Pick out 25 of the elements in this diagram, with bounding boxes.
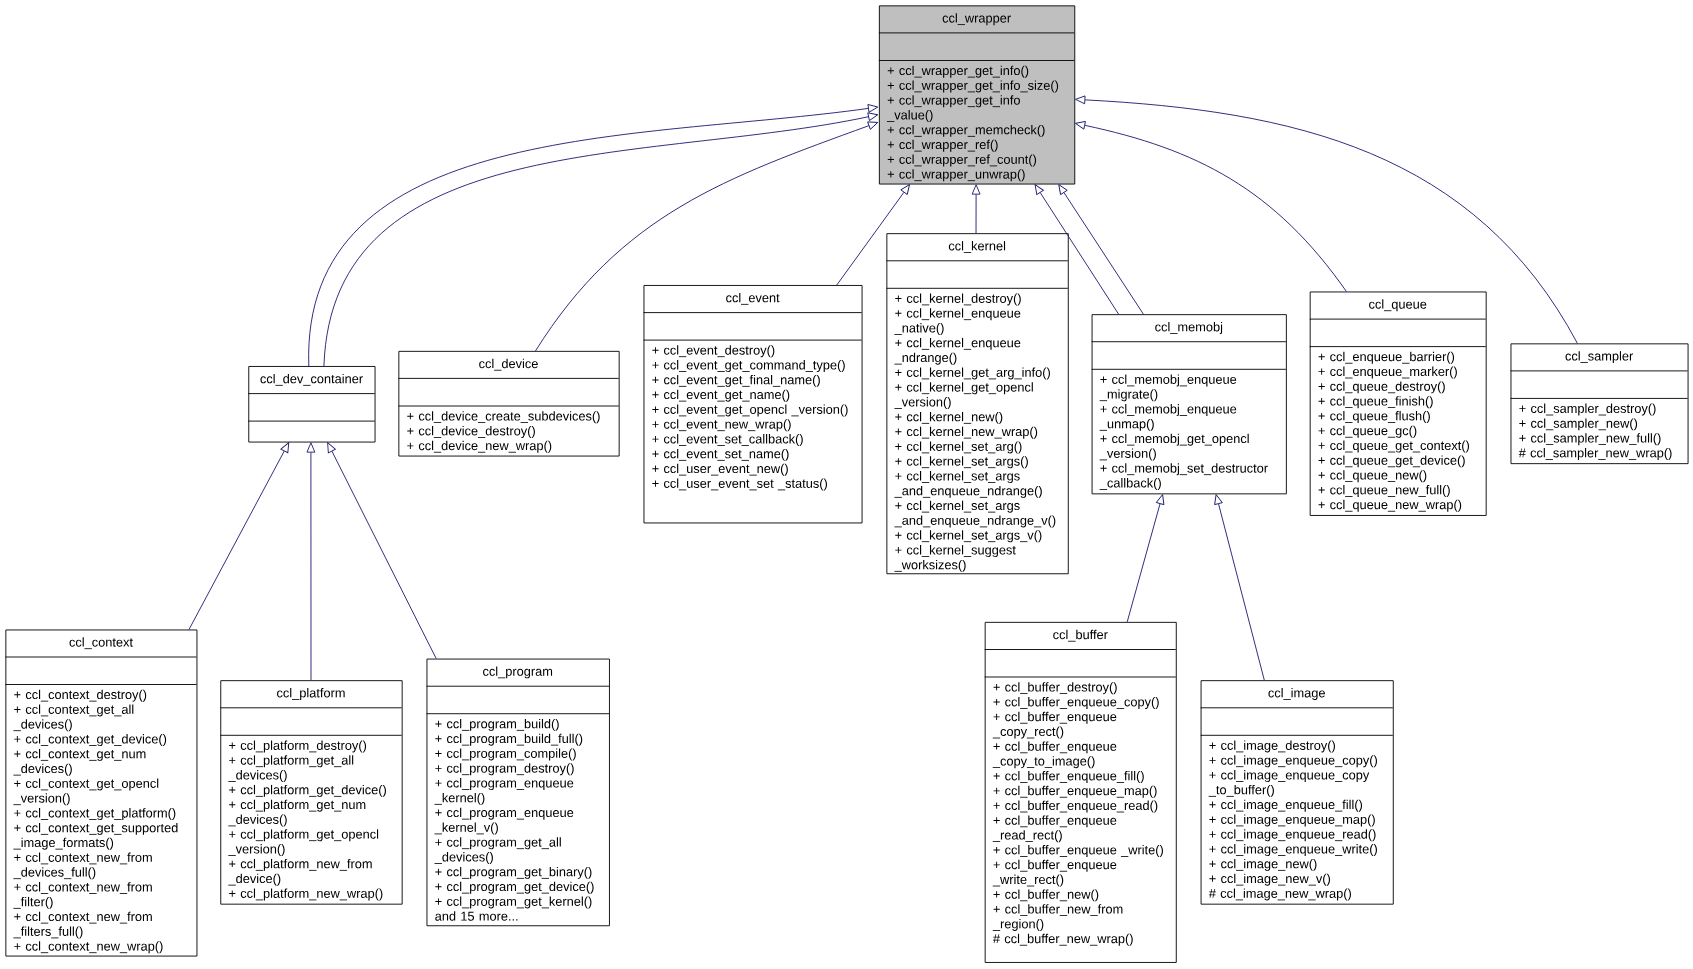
class-box: ccl_event + ccl_event_destroy() + ccl_event_get_command_type() + ccl_event_get_final_name() + ccl_event_get_name() + ccl_event_get_opencl _version() + ccl_event_new_wrap() + ccl_event_set_callback() + ccl_event_set_name() + ccl_user_event_new() + ccl_user_event_set _status() [643, 285, 863, 524]
class-box: ccl_memobj + ccl_memobj_enqueue _migrate() + ccl_memobj_enqueue _unmap() + ccl_memobj_get_opencl _version() + ccl_memobj_set_destructor _callback() [1091, 314, 1287, 495]
inheritance-arrow [836, 184, 910, 286]
class-box: ccl_queue + ccl_enqueue_barrier() + ccl_enqueue_marker() + ccl_queue_destroy() + ccl_queue_finish() + ccl_queue_flush() + ccl_queue_gc() + ccl_queue_get_context() + ccl_queue_get_device() + ccl_queue_new() + ccl_queue_new_full() + ccl_queue_new_wrap() [1309, 291, 1487, 516]
inheritance-arrow [1126, 494, 1165, 623]
inheritance-arrow [188, 442, 290, 630]
inheritance-arrow [971, 184, 981, 234]
inheritance-arrow [306, 442, 316, 681]
inheritance-arrow [1034, 184, 1120, 315]
inheritance-arrow [1075, 95, 1578, 344]
inheritance-arrow [1214, 494, 1265, 681]
class-box: ccl_platform + ccl_platform_destroy() + ccl_platform_get_all _devices() + ccl_platform_get_device() + ccl_platform_get_num _devices() + ccl_platform_get_opencl _version() + ccl_platform_new_from _device() + ccl_platform_new_wrap() [219, 680, 403, 905]
class-box: ccl_wrapper + ccl_wrapper_get_info() + ccl_wrapper_get_info_size() + ccl_wrapper_get_info _value() + ccl_wrapper_memcheck() + ccl_wrapper_ref() + ccl_wrapper_ref_count() + ccl_wrapper_unwrap() [878, 5, 1076, 185]
class-box: ccl_context + ccl_context_destroy() + ccl_context_get_all _devices() + ccl_context_get_device() + ccl_context_get_num _devices() + ccl_context_get_opencl _version() + ccl_context_get_platform() + ccl_context_get_supported _image_formats() + ccl_context_new_from _devices_full() + ccl_context_new_from _filter() + ccl_context_new_from _filters_full() + ccl_context_new_wrap() [4, 629, 198, 957]
inheritance-arrow [1075, 121, 1347, 292]
inheritance-arrow [535, 121, 879, 352]
class-box: ccl_kernel + ccl_kernel_destroy() + ccl_kernel_enqueue _native() + ccl_kernel_enqueue _ndrange() + ccl_kernel_get_arg_info() + ccl_kernel_get_opencl _version() + ccl_kernel_new() + ccl_kernel_new_wrap() + ccl_kernel_set_arg() + ccl_kernel_set_args() + ccl_kernel_set_args _and_enqueue_ndrange() + ccl_kernel_set_args _and_enqueue_ndrange_v() + ccl_kernel_set_args_v() + ccl_kernel_suggest _worksizes() [885, 233, 1069, 575]
class-box: ccl_program + ccl_program_build() + ccl_program_build_full() + ccl_program_compile() + ccl_program_destroy() + ccl_program_enqueue _kernel() + ccl_program_enqueue _kernel_v() + ccl_program_get_all _devices() + ccl_program_get_binary() + ccl_program_get_device() + ccl_program_get_kernel() and 15 more... [426, 658, 610, 927]
inheritance-arrow [327, 442, 437, 660]
class-box: ccl_buffer + ccl_buffer_destroy() + ccl_buffer_enqueue_copy() + ccl_buffer_enqueue _copy_rect() + ccl_buffer_enqueue _copy_to_image() + ccl_buffer_enqueue_fill() + ccl_buffer_enqueue_map() + ccl_buffer_enqueue_read() + ccl_buffer_enqueue _read_rect() + ccl_buffer_enqueue _write() + ccl_buffer_enqueue _write_rect() + ccl_buffer_new() + ccl_buffer_new_from _region() # ccl_buffer_new_wrap() [984, 621, 1177, 963]
class-box: ccl_device + ccl_device_create_subdevices() + ccl_device_destroy() + ccl_device_new_wrap() [397, 350, 620, 457]
inheritance-arrow [1058, 184, 1144, 315]
class-box: ccl_sampler + ccl_sampler_destroy() + ccl_sampler_new() + ccl_sampler_new_full() # ccl_sampler_new_wrap() [1510, 343, 1689, 465]
class-box: ccl_dev_container [247, 366, 376, 443]
class-box: ccl_image + ccl_image_destroy() + ccl_image_enqueue_copy() + ccl_image_enqueue_copy _to_buffer() + ccl_image_enqueue_fill() + ccl_image_enqueue_map() + ccl_image_enqueue_read() + ccl_image_enqueue_write() + ccl_image_new() + ccl_image_new_v() # ccl_image_new_wrap() [1200, 680, 1394, 905]
